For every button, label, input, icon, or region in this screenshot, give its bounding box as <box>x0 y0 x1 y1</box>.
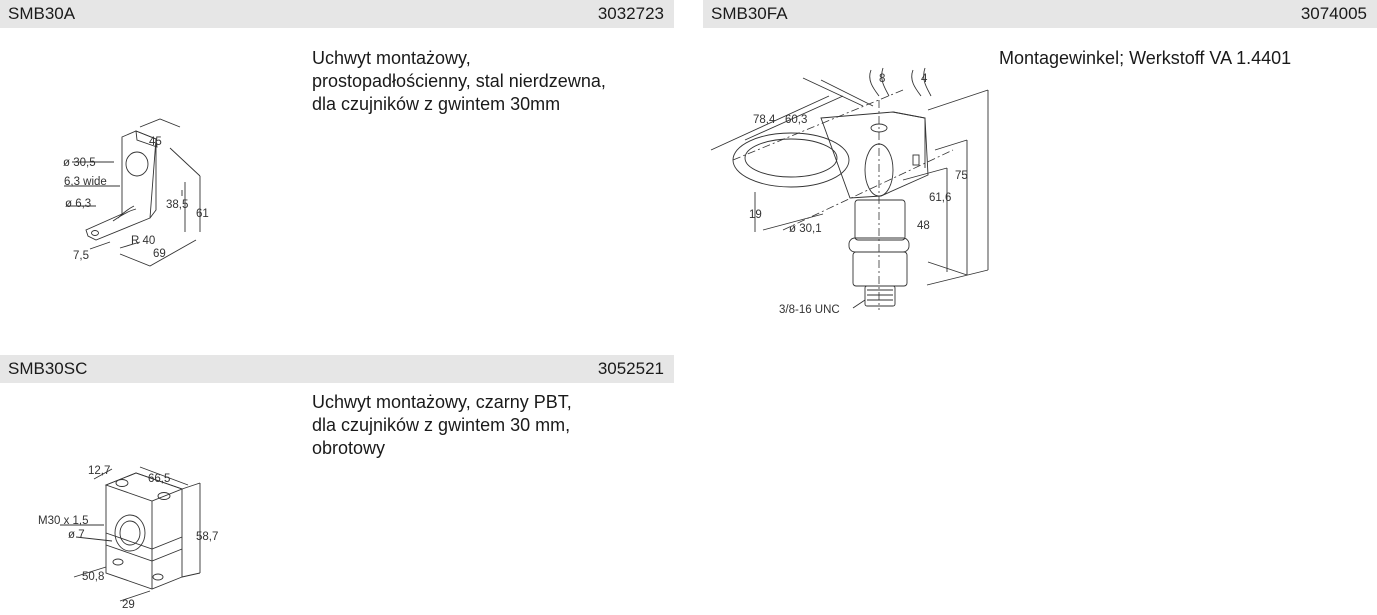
product-code: 3052521 <box>597 359 664 378</box>
dim-radius-40: R 40 <box>131 235 155 247</box>
dim-length-78-4: 78,4 <box>753 114 776 126</box>
dim-thread-unc: 3/8-16 UNC <box>779 304 840 316</box>
dim-width-45: 45 <box>149 136 162 148</box>
smb30a-drawing: 45 ø 30,5 6,3 wide ø 6,3 38,5 61 R 40 7,… <box>63 118 209 267</box>
product-code: 3032723 <box>597 4 664 23</box>
dim-29: 29 <box>122 599 135 611</box>
product-code: 3074005 <box>1300 4 1367 23</box>
dim-height-61-6: 61,6 <box>929 192 951 204</box>
product-description: Uchwyt montażowy, czarny PBT, dla czujni… <box>312 392 572 458</box>
dim-offset-19: 19 <box>749 209 762 221</box>
dim-height-38-5: 38,5 <box>166 199 188 211</box>
dim-height-61: 61 <box>196 208 209 220</box>
product-description: Montagewinkel; Werkstoff VA 1.4401 <box>999 48 1292 68</box>
product-header: SMB30FA 3074005 <box>703 0 1377 28</box>
dim-height-75: 75 <box>955 170 968 182</box>
dim-hole-30-1: ø 30,1 <box>789 223 822 235</box>
dim-thread-m30: M30 x 1,5 <box>38 515 89 527</box>
dim-50-8: 50,8 <box>82 571 104 583</box>
dim-thread-4: 4 <box>921 73 928 85</box>
dim-hole-30-5: ø 30,5 <box>63 157 96 169</box>
product-card-smb30fa: SMB30FA 3074005 Montagewinkel; Werkstoff… <box>703 0 1377 320</box>
product-name: SMB30FA <box>711 4 788 23</box>
product-card-smb30a: SMB30A 3032723 Uchwyt montażowy, prostop… <box>0 0 674 300</box>
product-name: SMB30SC <box>8 359 88 378</box>
dim-66-5: 66,5 <box>148 473 170 485</box>
product-name: SMB30A <box>8 4 76 23</box>
product-header: SMB30A 3032723 <box>0 0 674 28</box>
product-description: Uchwyt montażowy, prostopadłościenny, st… <box>312 48 606 114</box>
dim-offset-7-5: 7,5 <box>73 250 89 262</box>
dim-length-60-3: 60,3 <box>785 114 807 126</box>
dim-length-69: 69 <box>153 248 166 260</box>
product-header: SMB30SC 3052521 <box>0 355 674 383</box>
dim-thread-8: 8 <box>879 73 885 85</box>
dim-height-48: 48 <box>917 220 930 232</box>
dim-height-58-7: 58,7 <box>196 531 218 543</box>
dim-12-7: 12,7 <box>88 465 110 477</box>
dim-hole-7: ø 7 <box>68 529 85 541</box>
product-card-smb30sc: SMB30SC 3052521 Uchwyt montażowy, czarny… <box>0 355 674 615</box>
dim-slot-wide: 6,3 wide <box>64 176 107 188</box>
smb30sc-drawing: 12,7 66,5 M30 x 1,5 ø 7 58,7 50,8 29 <box>38 465 218 611</box>
smb30fa-drawing: 8 4 78,4 60,3 75 61,6 48 19 ø 30,1 3/8-1… <box>710 67 989 316</box>
dim-hole-6-3: ø 6,3 <box>65 198 91 210</box>
